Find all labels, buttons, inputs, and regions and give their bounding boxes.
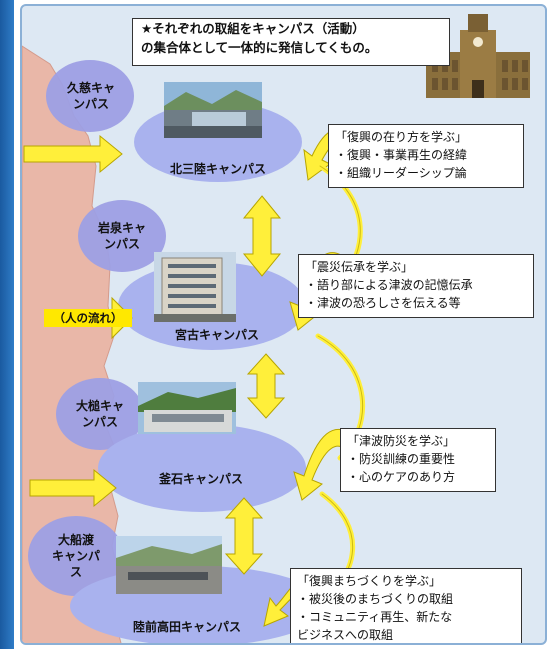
curved-arrow-3 — [293, 428, 353, 501]
kamaishi-campus-label: 釜石キャンパス — [158, 472, 243, 486]
double-arrow-2 — [246, 353, 286, 419]
diagram-graphics — [22, 14, 530, 643]
box-tsunami-item-2: ・心のケアのあり方 — [347, 470, 456, 484]
otsuchi-label-line-1: 大槌キャ — [75, 399, 124, 413]
kitasanriku-campus-label: 北三陸キャンパス — [169, 162, 266, 176]
rikuzentakata-photo — [116, 536, 222, 594]
ofunato-label-line-1: 大船渡 — [57, 533, 94, 547]
kuji-label-line-1: 久慈キャ — [66, 81, 115, 95]
otsuchi-ellipse — [56, 378, 144, 450]
box-fukko-item-1: ・復興・事業再生の経緯 — [335, 148, 468, 162]
box-machi: 「復興まちづくりを学ぶ」 ・被災後のまちづくりの取組 ・コミュニティ再生、新たな… — [290, 568, 522, 643]
box-shinsai-title: 「震災伝承を学ぶ」 — [305, 260, 414, 274]
kamaishi-photo — [138, 382, 236, 434]
box-machi-item-3: ビジネスへの取組 — [297, 628, 394, 642]
box-fukko: 「復興の在り方を学ぶ」 ・復興・事業再生の経緯 ・組織リーダーシップ論 — [328, 124, 524, 188]
box-machi-title: 「復興まちづくりを学ぶ」 — [297, 574, 442, 588]
summary-line-2: の集合体として一体的に発信してくもの。 — [141, 40, 378, 55]
kuji-ellipse — [46, 60, 134, 132]
otsuchi-label-line-2: ンパス — [81, 415, 118, 429]
left-accent-bar — [0, 0, 14, 649]
box-machi-item-2: ・コミュニティ再生、新たな — [297, 610, 453, 624]
summary-box: ★それぞれの取組をキャンパス（活動） の集合体として一体的に発信してくもの。 — [132, 18, 450, 66]
iwaizumi-ellipse — [78, 200, 166, 272]
ofunato-label-line-3: ス — [69, 565, 82, 579]
diagram-frame: ★それぞれの取組をキャンパス（活動） の集合体として一体的に発信してくもの。 久… — [20, 4, 547, 645]
box-fukko-item-2: ・組織リーダーシップ論 — [335, 166, 467, 180]
miyako-campus-label: 宮古キャンパス — [174, 328, 259, 342]
box-shinsai: 「震災伝承を学ぶ」 ・語り部による津波の記憶伝承 ・津波の恐ろしさを伝える等 — [298, 254, 534, 318]
ofunato-ellipse — [28, 516, 124, 596]
box-tsunami-title: 「津波防災を学ぶ」 — [347, 434, 456, 448]
rikuzentakata-campus-label: 陸前高田キャンパス — [132, 620, 241, 634]
people-flow-label: （人の流れ） — [44, 309, 132, 327]
box-tsunami: 「津波防災を学ぶ」 ・防災訓練の重要性 ・心のケアのあり方 — [340, 428, 496, 492]
miyako-photo — [154, 252, 236, 322]
kuji-label-line-2: ンパス — [72, 97, 109, 111]
university-building-icon — [426, 14, 530, 98]
incoming-arrow-3 — [29, 468, 117, 508]
ofunato-campus-label: 大船渡 キャンパ ス — [40, 532, 112, 580]
otsuchi-campus-label: 大槌キャ ンパス — [64, 398, 136, 430]
double-arrow-3 — [224, 497, 264, 575]
box-tsunami-item-1: ・防災訓練の重要性 — [347, 452, 456, 466]
kitasanriku-photo — [164, 82, 262, 138]
iwaizumi-label-line-1: 岩泉キャ — [97, 221, 146, 235]
summary-line-1: ★それぞれの取組をキャンパス（活動） — [141, 21, 365, 36]
box-fukko-title: 「復興の在り方を学ぶ」 — [335, 130, 468, 144]
ofunato-label-line-2: キャンパ — [51, 549, 100, 563]
iwaizumi-label-line-2: ンパス — [103, 237, 140, 251]
iwaizumi-campus-label: 岩泉キャ ンパス — [86, 220, 158, 252]
kamaishi-ellipse — [98, 424, 306, 512]
box-shinsai-item-2: ・津波の恐ろしさを伝える等 — [305, 296, 461, 310]
double-arrow-1 — [242, 195, 282, 277]
kuji-campus-label: 久慈キャ ンパス — [56, 80, 126, 112]
box-machi-item-1: ・被災後のまちづくりの取組 — [297, 592, 454, 606]
incoming-arrow-1 — [23, 134, 123, 174]
box-shinsai-item-1: ・語り部による津波の記憶伝承 — [305, 278, 473, 292]
